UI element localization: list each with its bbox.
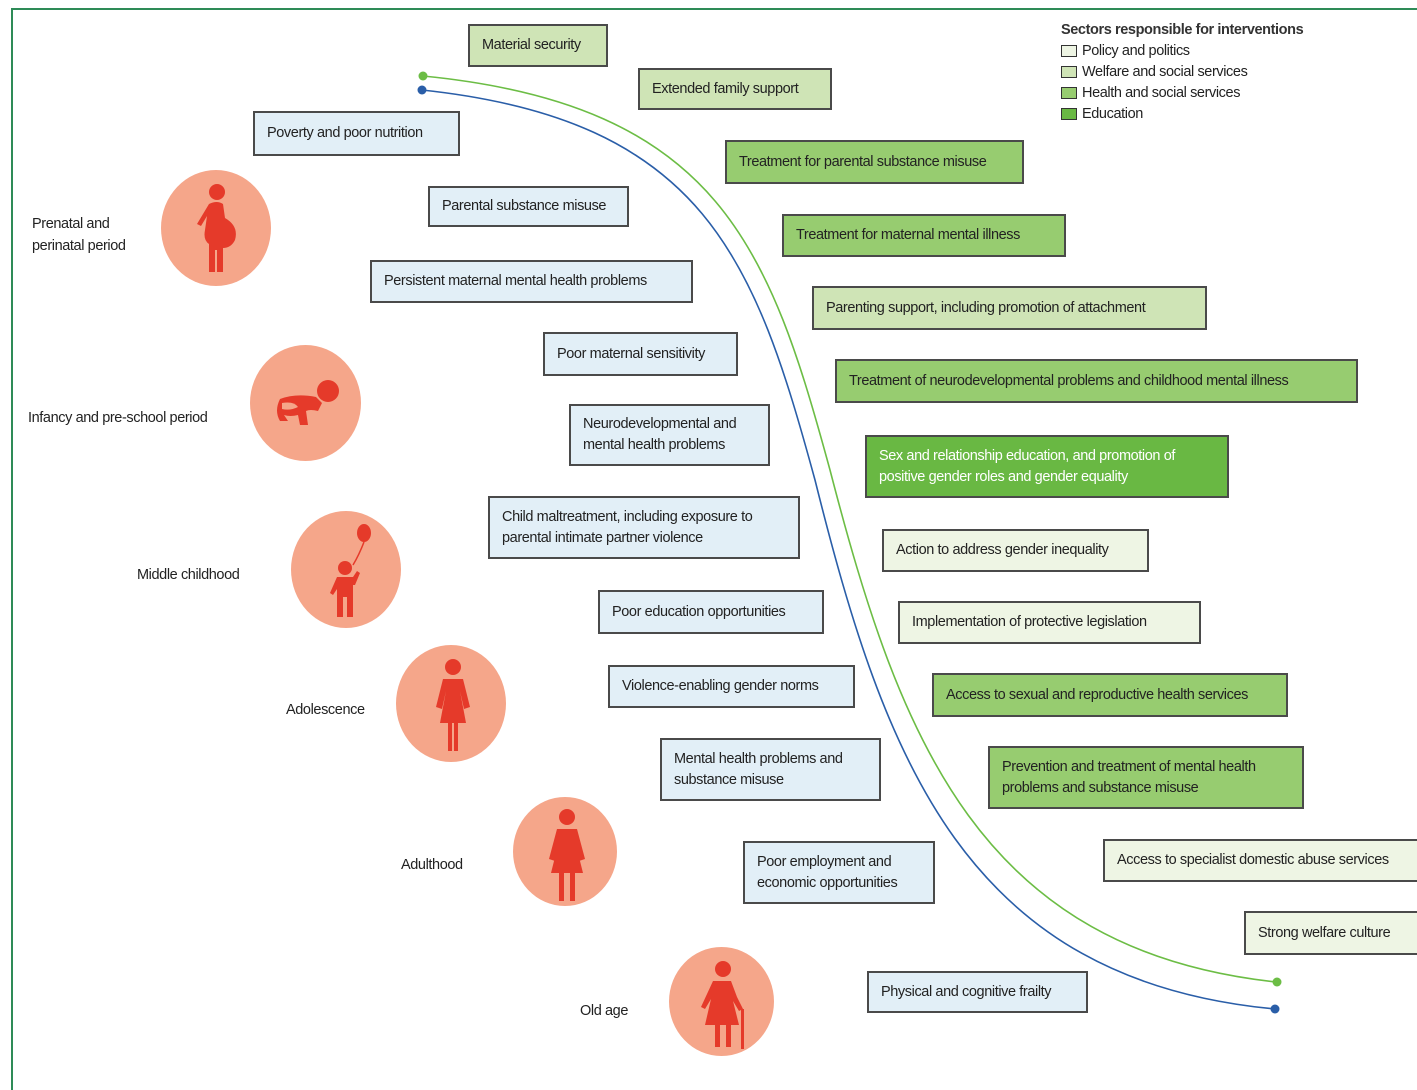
risk-curve-end-dot: [1270, 1004, 1280, 1014]
legend-swatch: [1061, 86, 1077, 99]
intervention-box: Access to specialist domestic abuse serv…: [1103, 839, 1417, 882]
crawling-baby-icon: [250, 345, 361, 461]
intervention-curve: [422, 75, 1277, 983]
legend-item-education: Education: [1061, 103, 1303, 124]
legend-swatch: [1061, 44, 1077, 57]
legend-item-label: Welfare and social services: [1082, 63, 1248, 80]
risk-factor-box: Persistent maternal mental health proble…: [370, 260, 693, 303]
intervention-box: Treatment for parental substance misuse: [725, 140, 1024, 184]
legend: Sectors responsible for interventions Po…: [1061, 20, 1304, 124]
adolescent-girl-icon: [396, 645, 506, 762]
risk-curve-start-dot: [417, 85, 427, 95]
intervention-box: Action to address gender inequality: [882, 529, 1149, 572]
risk-factor-box: Poverty and poor nutrition: [253, 111, 460, 156]
legend-item-label: Education: [1082, 105, 1143, 122]
legend-item-label: Policy and politics: [1082, 42, 1190, 59]
intervention-curve-end-dot: [1272, 977, 1282, 987]
intervention-box: Parenting support, including promotion o…: [812, 286, 1207, 330]
intervention-box: Implementation of protective legislation: [898, 601, 1201, 644]
legend-title: Sectors responsible for interventions: [1061, 22, 1304, 38]
child-with-balloon-icon: [291, 511, 401, 628]
stage-label-infancy: Infancy and pre-school period: [28, 410, 208, 426]
intervention-box: Extended family support: [638, 68, 832, 110]
intervention-box: Access to sexual and reproductive health…: [932, 673, 1288, 717]
risk-factor-box: Poor education opportunities: [598, 590, 824, 634]
intervention-box: Strong welfare culture: [1244, 911, 1417, 955]
legend-swatch: [1061, 65, 1077, 78]
stage-label-adolescence: Adolescence: [286, 702, 365, 718]
legend-item-welfare: Welfare and social services: [1061, 61, 1303, 82]
legend-swatch: [1061, 107, 1077, 120]
intervention-box: Treatment for maternal mental illness: [782, 214, 1066, 257]
intervention-box: Prevention and treatment of mental healt…: [988, 746, 1304, 809]
intervention-curve-start-dot: [418, 71, 428, 81]
risk-factor-box: Child maltreatment, including exposure t…: [488, 496, 800, 559]
intervention-box: Sex and relationship education, and prom…: [865, 435, 1229, 498]
legend-item-policy: Policy and politics: [1061, 40, 1303, 61]
elderly-woman-with-cane-icon: [669, 947, 774, 1056]
risk-factor-box: Parental substance misuse: [428, 186, 629, 227]
legend-item-label: Health and social services: [1082, 84, 1241, 101]
risk-factor-box: Violence-enabling gender norms: [608, 665, 855, 708]
risk-factor-box: Physical and cognitive frailty: [867, 971, 1088, 1013]
stage-label-adulthood: Adulthood: [401, 857, 463, 873]
stage-label-middle-childhood: Middle childhood: [137, 567, 240, 583]
figure-frame: [11, 8, 1417, 1090]
risk-factor-box: Poor maternal sensitivity: [543, 332, 738, 376]
stage-label-old-age: Old age: [580, 1003, 628, 1019]
risk-curve: [421, 89, 1276, 1010]
intervention-box: Material security: [468, 24, 608, 67]
legend-item-health: Health and social services: [1061, 82, 1303, 103]
intervention-box: Treatment of neurodevelopmental problems…: [835, 359, 1358, 403]
pregnant-woman-icon: [161, 170, 271, 286]
adult-woman-icon: [513, 797, 617, 906]
